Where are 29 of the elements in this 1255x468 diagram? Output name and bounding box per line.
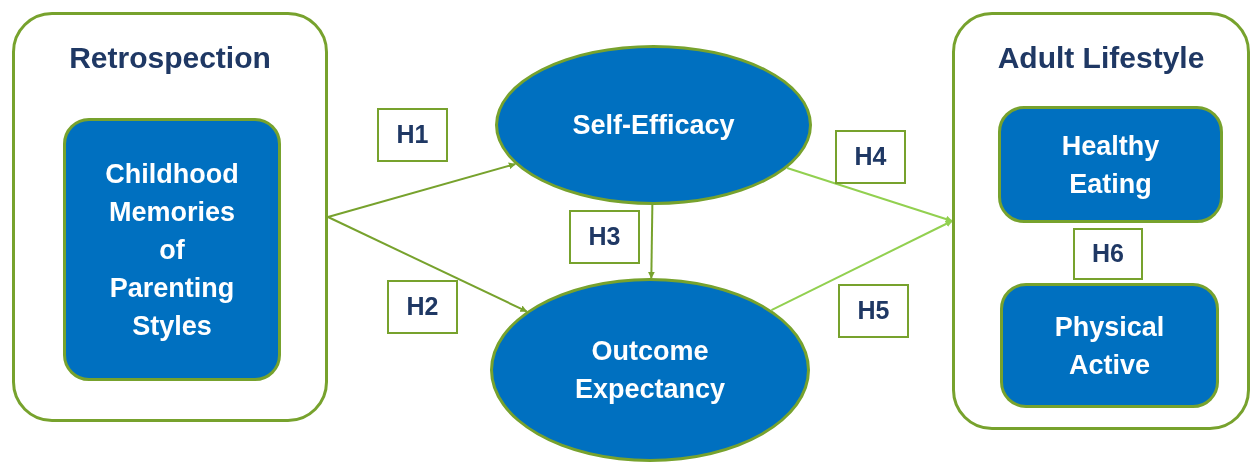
process-box: [1000, 283, 1219, 408]
node-text: Adult Lifestyle: [996, 40, 1206, 76]
hypothesis-box: [569, 210, 640, 264]
group-container: [12, 12, 328, 422]
arrow: [647, 204, 655, 279]
node-text: Physical Active: [1053, 310, 1166, 382]
hypothesis-box: [1073, 228, 1143, 280]
hypothesis-box: [835, 130, 906, 184]
process-box: [63, 118, 281, 381]
node-text: Outcome Expectancy: [573, 335, 727, 406]
node-text: H2: [406, 291, 439, 323]
node-text: H4: [854, 141, 887, 173]
arrow: [770, 220, 953, 312]
group-container: [952, 12, 1250, 430]
arrow: [327, 162, 517, 218]
node-text: H5: [857, 295, 890, 327]
node-text: H6: [1092, 238, 1124, 270]
node-text: Self-Efficacy: [572, 109, 735, 142]
arrow: [786, 167, 953, 223]
node-text: H1: [396, 119, 429, 151]
node-text: Childhood Memories of Parenting Styles: [104, 157, 240, 343]
arrow: [327, 216, 528, 313]
node-text: Retrospection: [68, 40, 272, 76]
hypothesis-box: [377, 108, 448, 162]
process-box: [998, 106, 1223, 223]
node-text: Healthy Eating: [1060, 129, 1161, 201]
node-text: H3: [588, 221, 621, 253]
hypothesis-box: [387, 280, 458, 334]
hypothesis-box: [838, 284, 909, 338]
